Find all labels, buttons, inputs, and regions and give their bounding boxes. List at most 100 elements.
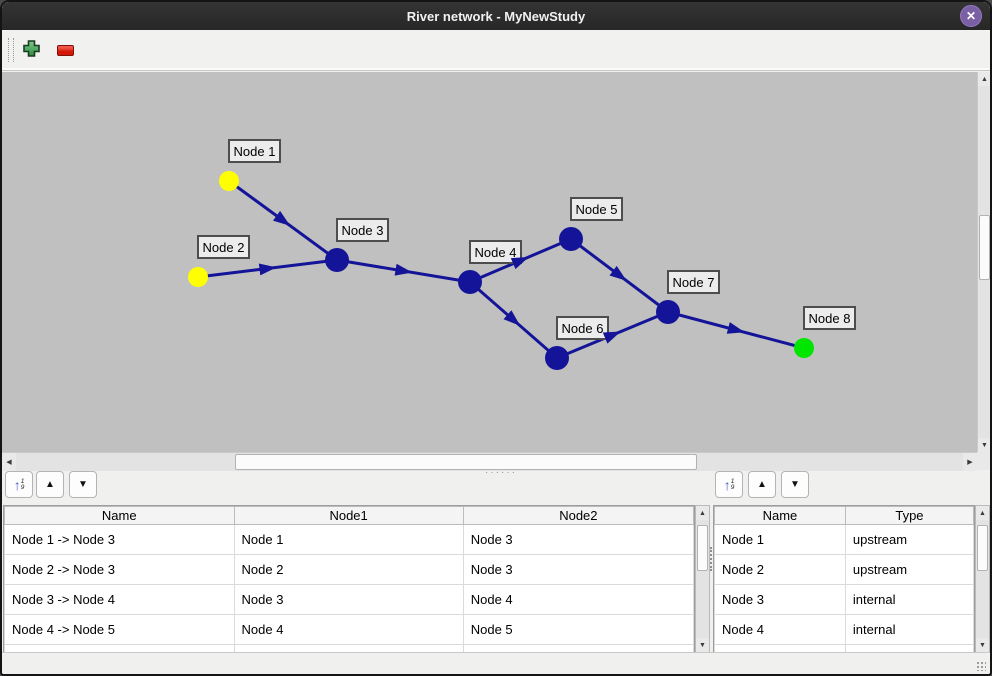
vscroll-thumb[interactable]: [979, 215, 990, 280]
node-label-box[interactable]: [803, 306, 856, 330]
table-cell[interactable]: Node 2 -> Node 3: [4, 554, 235, 585]
table-cell[interactable]: Node 4: [714, 614, 846, 645]
hscroll-thumb[interactable]: [235, 454, 697, 470]
node-label-box[interactable]: [667, 270, 720, 294]
node-label: Node 8: [809, 311, 851, 326]
edge-arrow-icon: [503, 310, 521, 326]
column-header[interactable]: Node2: [462, 506, 694, 525]
column-header[interactable]: Node1: [233, 506, 464, 525]
table-cell[interactable]: Node 4 -> Node 5: [4, 614, 235, 645]
branches-move-down-button[interactable]: ▼: [69, 471, 97, 498]
table-cell[interactable]: Node 5: [462, 614, 694, 645]
canvas-hscrollbar[interactable]: ◀ ▶: [2, 452, 977, 471]
table-cell[interactable]: internal: [844, 614, 974, 645]
node-label: Node 5: [576, 202, 618, 217]
scroll-left-button[interactable]: ◀: [2, 453, 16, 471]
node-label-box[interactable]: [228, 139, 281, 163]
splitter-handle[interactable]: ······: [485, 467, 517, 478]
edge-arrow-icon: [726, 322, 745, 334]
table-cell[interactable]: Node 3: [233, 584, 464, 615]
arrow-down-icon: ▼: [979, 641, 986, 649]
table-cell[interactable]: Node 1 -> Node 3: [4, 524, 235, 555]
table-cell[interactable]: Node 3 -> Node 4: [4, 584, 235, 615]
branches-table-scrollbar[interactable]: ▲ ▼: [695, 505, 710, 653]
node-label: Node 7: [673, 275, 715, 290]
edge-arrow-icon: [273, 210, 291, 226]
table-cell[interactable]: internal: [844, 584, 974, 615]
table-cell[interactable]: Node 3: [462, 524, 694, 555]
nodes-move-down-button[interactable]: ▼: [781, 471, 809, 498]
arrow-down-icon: ▼: [981, 441, 988, 449]
scrollbar-corner: [977, 452, 990, 470]
node-label-box[interactable]: [336, 218, 389, 242]
table-cell[interactable]: upstream: [844, 524, 974, 555]
column-header[interactable]: Type: [844, 506, 974, 525]
edge-arrow-icon: [258, 263, 277, 276]
node-label-box[interactable]: [197, 235, 250, 259]
scroll-up-button[interactable]: ▲: [696, 506, 709, 520]
network-node[interactable]: [794, 338, 814, 358]
table-cell[interactable]: upstream: [844, 554, 974, 585]
column-header[interactable]: Name: [4, 506, 235, 525]
vscroll-thumb[interactable]: [977, 525, 988, 571]
scroll-down-button[interactable]: ▼: [978, 438, 990, 452]
toolbar-drag-handle-icon[interactable]: [8, 38, 14, 62]
network-node[interactable]: [325, 248, 349, 272]
nodes-table-scrollbar[interactable]: ▲ ▼: [975, 505, 990, 653]
network-node[interactable]: [545, 346, 569, 370]
node-label: Node 3: [342, 223, 384, 238]
table-cell[interactable]: Node 4: [233, 614, 464, 645]
resize-grip-icon[interactable]: [976, 661, 986, 671]
table-cell[interactable]: Node 3: [714, 584, 846, 615]
add-node-button[interactable]: [20, 39, 42, 61]
remove-node-button[interactable]: [54, 39, 76, 61]
scroll-up-button[interactable]: ▲: [978, 72, 990, 86]
table-cell[interactable]: Node 2: [714, 554, 846, 585]
network-node[interactable]: [219, 171, 239, 191]
network-node[interactable]: [559, 227, 583, 251]
table-cell[interactable]: Node 1: [233, 524, 464, 555]
network-node[interactable]: [188, 267, 208, 287]
node-label-box[interactable]: [469, 240, 522, 264]
node-label: Node 6: [562, 321, 604, 336]
network-node[interactable]: [458, 270, 482, 294]
branches-move-up-button[interactable]: ▲: [36, 471, 64, 498]
nodes-move-up-button[interactable]: ▲: [748, 471, 776, 498]
table-cell[interactable]: Node 2: [233, 554, 464, 585]
panel-splitter-handle[interactable]: [710, 547, 715, 571]
node-label-box[interactable]: [570, 197, 623, 221]
titlebar[interactable]: River network - MyNewStudy ✕: [2, 2, 990, 30]
node-label-box[interactable]: [556, 316, 609, 340]
network-node[interactable]: [656, 300, 680, 324]
arrow-up-icon: ▲: [699, 509, 706, 517]
window-title: River network - MyNewStudy: [406, 8, 586, 24]
scroll-up-button[interactable]: ▲: [976, 506, 989, 520]
scroll-down-button[interactable]: ▼: [696, 638, 709, 652]
edge-arrow-icon: [609, 265, 627, 281]
canvas-vscrollbar[interactable]: ▲ ▼: [977, 72, 990, 452]
scroll-right-button[interactable]: ▶: [963, 453, 977, 471]
column-header[interactable]: Name: [714, 506, 846, 525]
table-cell[interactable]: Node 3: [462, 554, 694, 585]
scroll-down-button[interactable]: ▼: [976, 638, 989, 652]
table-cell[interactable]: Node 4: [462, 584, 694, 615]
vscroll-thumb[interactable]: [697, 525, 708, 571]
table-cell[interactable]: Node 1: [714, 524, 846, 555]
close-button[interactable]: ✕: [960, 5, 982, 27]
